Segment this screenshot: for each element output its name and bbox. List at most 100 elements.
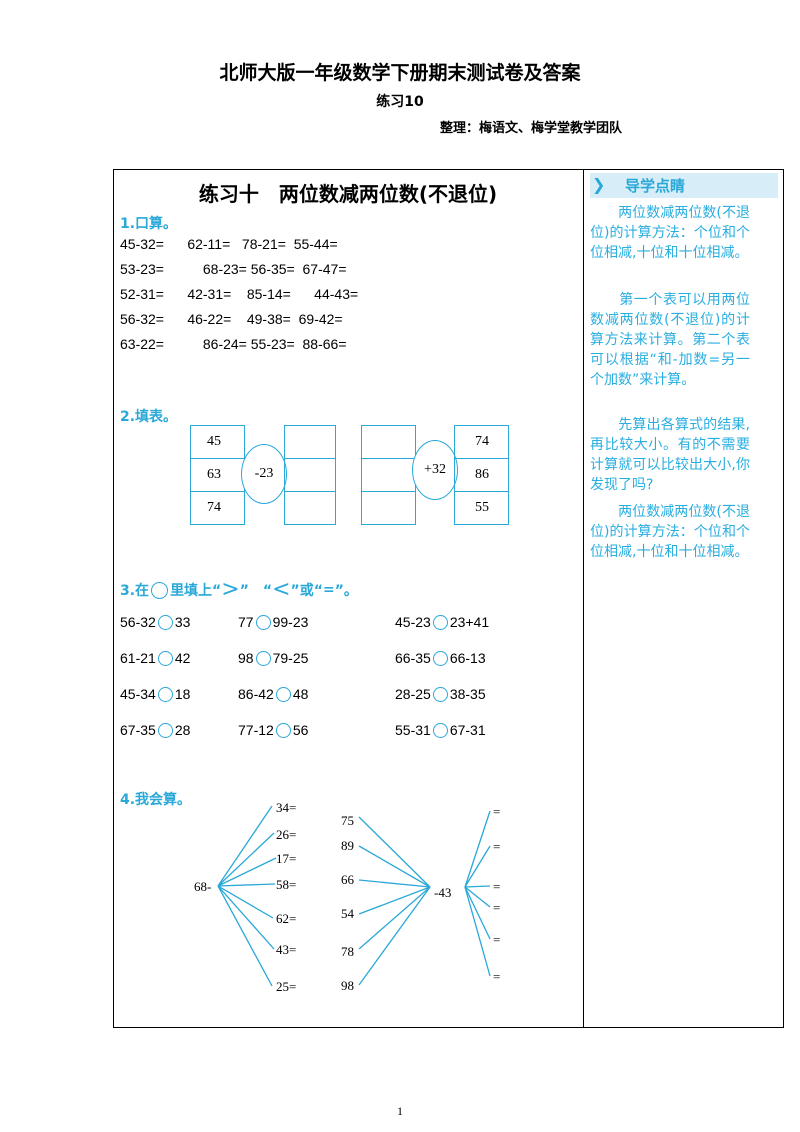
lesson-title: 练习十 两位数减两位数(不退位) <box>198 182 498 206</box>
circle-icon <box>151 581 169 599</box>
table2-cell: 55 <box>454 491 509 525</box>
compare-item: 61-21 42 <box>120 650 190 666</box>
left-fan-line <box>217 805 273 887</box>
document-title: 北师大版一年级数学下册期末测试卷及答案 <box>219 62 581 84</box>
greater-than-sign: > <box>221 577 240 602</box>
compare-left: 56-32 <box>120 614 156 630</box>
table1-cell: 74 <box>190 491 245 525</box>
left-item: 26= <box>276 827 297 842</box>
compare-right: 99-23 <box>272 614 309 630</box>
page-number: 1 <box>397 1104 403 1118</box>
right-output-line <box>464 886 491 977</box>
table2-operator: +32 <box>412 440 458 500</box>
right-input: 89 <box>341 838 354 853</box>
compare-item: 77 99-23 <box>238 614 308 630</box>
oral-calc-row: 52-31= 42-31= 85-14= 44-43= <box>120 286 359 302</box>
column-divider <box>583 169 584 1028</box>
compare-circle[interactable] <box>255 650 271 666</box>
right-output-line <box>464 886 491 940</box>
compare-circle[interactable] <box>432 614 448 630</box>
compare-left: 77-12 <box>238 722 274 738</box>
left-fan-line <box>217 883 276 887</box>
compare-right: 56 <box>292 722 309 738</box>
section3-label-prefix: 3.在 <box>120 583 150 599</box>
compare-right: 48 <box>292 686 309 702</box>
left-fan-line <box>217 857 277 887</box>
section2-label: 2.填表。 <box>120 409 178 425</box>
compare-circle[interactable] <box>157 722 173 738</box>
compare-circle[interactable] <box>157 614 173 630</box>
table1-output-column <box>284 425 336 527</box>
right-input: 54 <box>341 906 354 921</box>
sidebar-tip: 两位数减两位数(不退位)的计算方法：个位和个位相减,十位和十位相减。 <box>590 205 750 261</box>
compare-item: 77-12 56 <box>238 722 308 738</box>
compare-circle[interactable] <box>275 686 291 702</box>
left-fan-line <box>217 885 274 919</box>
right-output-line <box>464 886 491 908</box>
compare-right: 42 <box>174 650 191 666</box>
left-item: 17= <box>276 851 297 866</box>
right-output: = <box>493 932 501 947</box>
compare-circle[interactable] <box>432 686 448 702</box>
right-input: 78 <box>341 944 354 959</box>
compare-circle[interactable] <box>275 722 291 738</box>
right-input-line <box>358 886 431 950</box>
right-input-line <box>358 845 431 888</box>
left-fan-line <box>217 832 275 887</box>
right-output: = <box>493 879 501 894</box>
document-editor: 整理：梅语文、梅学堂教学团队 <box>440 121 623 136</box>
table1-empty-cell[interactable] <box>284 491 336 525</box>
compare-left: 86-42 <box>238 686 274 702</box>
section4-label: 4.我会算。 <box>120 792 192 808</box>
compare-left: 98 <box>238 650 254 666</box>
compare-left: 77 <box>238 614 254 630</box>
sidebar-banner-title: 导学点睛 <box>625 177 686 195</box>
compare-right: 38-35 <box>449 686 486 702</box>
right-output-line <box>464 810 491 888</box>
right-input: 98 <box>341 978 354 993</box>
section3-label-sep: ” “ <box>239 583 273 599</box>
right-input-line <box>358 816 431 888</box>
sidebar-tip: 第一个表可以用两位数减两位数(不退位)的计算方法来计算。第二个表可以根据“和-加… <box>590 292 750 388</box>
table1-input-column: 45 63 74 <box>190 425 245 527</box>
equal-sign: = <box>322 582 335 598</box>
oral-calc-row: 56-32= 46-22= 49-38= 69-42= <box>120 311 343 327</box>
compare-left: 67-35 <box>120 722 156 738</box>
compare-left: 61-21 <box>120 650 156 666</box>
compare-left: 45-23 <box>395 614 431 630</box>
table2-empty-cell[interactable] <box>361 491 416 525</box>
right-output: = <box>493 804 501 819</box>
compare-right: 23+41 <box>449 614 490 630</box>
compare-circle[interactable] <box>432 650 448 666</box>
left-item: 58= <box>276 877 297 892</box>
right-hub: -43 <box>434 885 452 900</box>
section3-label: 3.在 里填上“ > ” “ < ”或“ = ”。 <box>120 577 358 602</box>
compare-right: 18 <box>174 686 191 702</box>
table1-operator: -23 <box>241 444 287 504</box>
sidebar-banner <box>590 173 778 198</box>
right-input: 75 <box>341 813 354 828</box>
right-output: = <box>493 969 501 984</box>
oral-calc-row: 63-22= 86-24= 55-23= 88-66= <box>120 336 347 352</box>
section3-label-sep: ”或“ <box>290 583 323 599</box>
compare-circle[interactable] <box>255 614 271 630</box>
sidebar-tip: 先算出各算式的结果,再比较大小。有的不需要计算就可以比较出大小,你发现了吗? <box>590 417 750 493</box>
compare-circle[interactable] <box>432 722 448 738</box>
right-input-line <box>358 879 431 888</box>
right-input-line <box>358 886 431 986</box>
sidebar-tip: 两位数减两位数(不退位)的计算方法：个位和个位相减,十位和十位相减。 <box>590 504 750 560</box>
oral-calc-row: 53-23= 68-23= 56-35= 67-47= <box>120 261 347 277</box>
compare-circle[interactable] <box>157 686 173 702</box>
less-than-sign: < <box>272 577 291 602</box>
left-item: 34= <box>276 800 297 815</box>
compare-right: 33 <box>174 614 191 630</box>
chevron-right-icon: ❯ <box>592 175 606 194</box>
compare-circle[interactable] <box>157 650 173 666</box>
section1-label: 1.口算。 <box>120 216 178 232</box>
compare-left: 28-25 <box>395 686 431 702</box>
compare-left: 55-31 <box>395 722 431 738</box>
